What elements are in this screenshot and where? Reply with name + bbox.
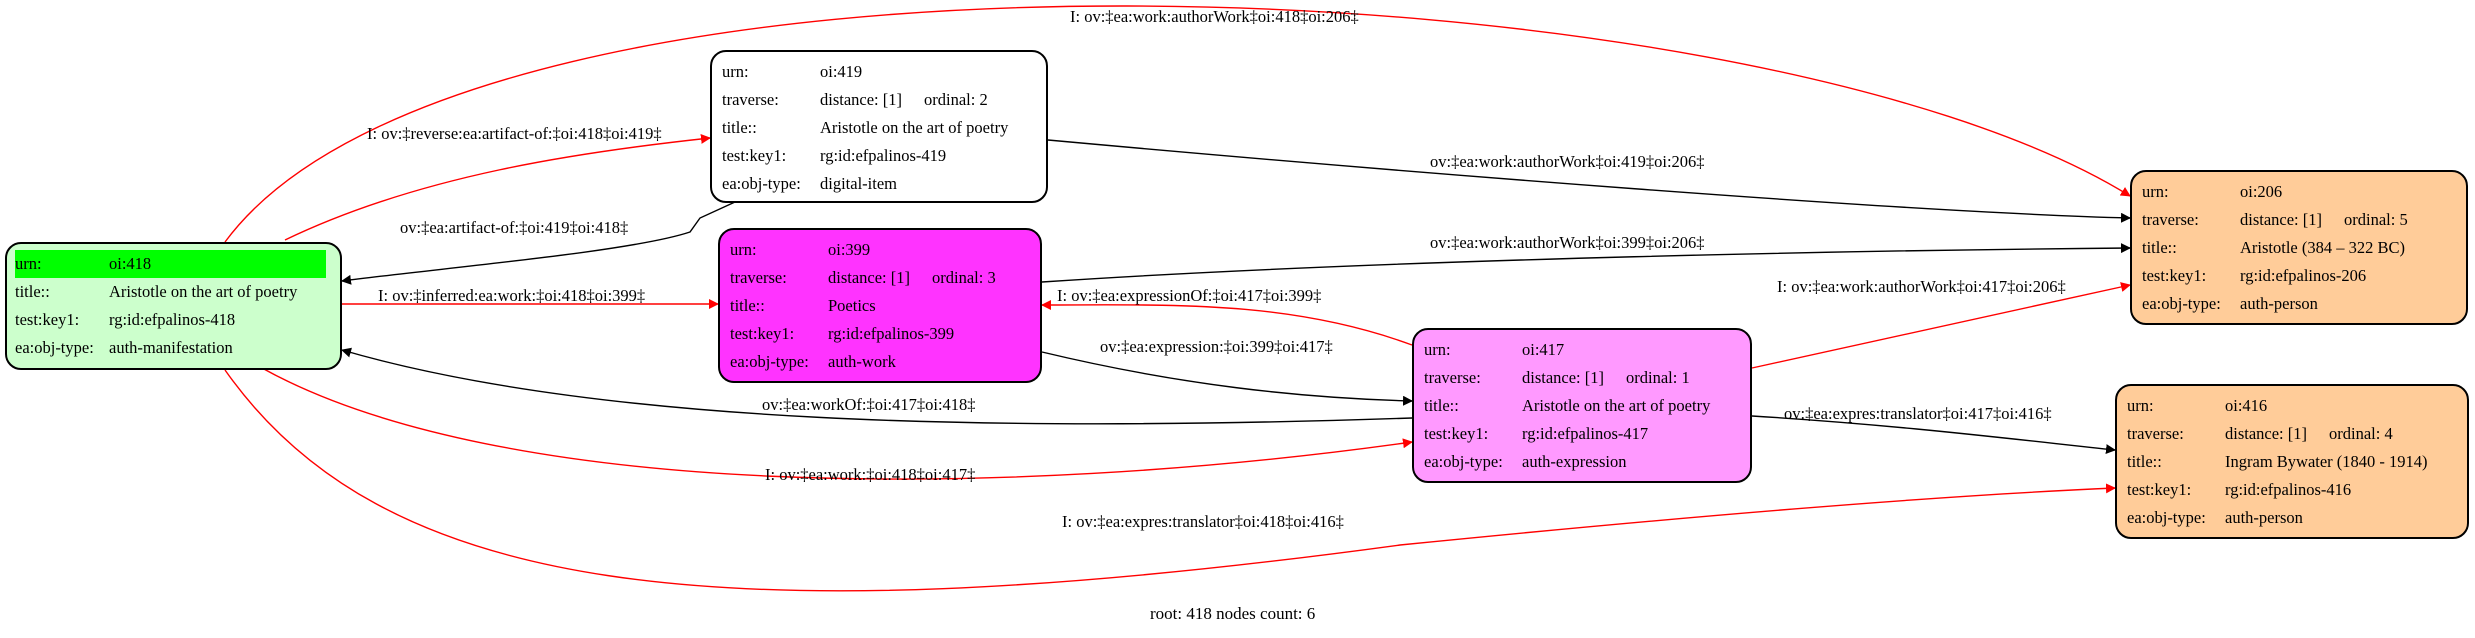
urn-label: urn: bbox=[722, 62, 749, 81]
type-label: ea:obj-type: bbox=[15, 338, 94, 357]
key-label: test:key1: bbox=[2142, 266, 2207, 285]
urn-value: oi:419 bbox=[820, 62, 863, 81]
edge-label-417-416: ov:‡ea:expres:translator‡oi:417‡oi:416‡ bbox=[1784, 404, 2052, 423]
key-value: rg:id:efpalinos-418 bbox=[109, 310, 236, 329]
ordinal-value: ordinal: 2 bbox=[924, 90, 988, 109]
traverse-label: traverse: bbox=[1424, 368, 1481, 387]
urn-value: oi:416 bbox=[2225, 396, 2268, 415]
distance-value: distance: [1] bbox=[2225, 424, 2308, 443]
edge-label-419-418: ov:‡ea:artifact-of:‡oi:419‡oi:418‡ bbox=[400, 218, 629, 237]
title-label: title:: bbox=[722, 118, 757, 137]
traverse-label: traverse: bbox=[730, 268, 787, 287]
distance-value: distance: [1] bbox=[1522, 368, 1605, 387]
title-label: title:: bbox=[730, 296, 765, 315]
edge-label-418-416: I: ov:‡ea:expres:translator‡oi:418‡oi:41… bbox=[1062, 512, 1344, 531]
traverse-label: traverse: bbox=[2127, 424, 2184, 443]
edge-label-419-206: ov:‡ea:work:authorWork‡oi:419‡oi:206‡ bbox=[1430, 152, 1705, 171]
title-value: Aristotle on the art of poetry bbox=[820, 118, 1009, 137]
urn-label: urn: bbox=[15, 250, 109, 278]
key-label: test:key1: bbox=[1424, 424, 1489, 443]
edge-418-to-417[interactable] bbox=[261, 367, 1413, 480]
traverse-label: traverse: bbox=[722, 90, 779, 109]
type-value: auth-work bbox=[828, 352, 896, 371]
urn-value: oi:399 bbox=[828, 240, 871, 259]
urn-label: urn: bbox=[730, 240, 757, 259]
title-label: title:: bbox=[2142, 238, 2177, 257]
node-416[interactable]: urn: oi:416 traverse: distance: [1] ordin… bbox=[2115, 384, 2469, 539]
node-417[interactable]: urn: oi:417 traverse: distance: [1] ordin… bbox=[1412, 328, 1752, 483]
key-label: test:key1: bbox=[722, 146, 787, 165]
type-value: auth-manifestation bbox=[109, 338, 233, 357]
type-label: ea:obj-type: bbox=[722, 174, 801, 193]
edge-418-to-206[interactable] bbox=[224, 5, 2131, 243]
ordinal-value: ordinal: 1 bbox=[1626, 368, 1690, 387]
distance-value: distance: [1] bbox=[828, 268, 911, 287]
edge-label-418-206: I: ov:‡ea:work:authorWork‡oi:418‡oi:206‡ bbox=[1070, 7, 1359, 26]
key-value: rg:id:efpalinos-416 bbox=[2225, 480, 2352, 499]
title-value: Ingram Bywater (1840 - 1914) bbox=[2225, 452, 2428, 471]
urn-label: urn: bbox=[2142, 182, 2169, 201]
edge-label-417-206: I: ov:‡ea:work:authorWork‡oi:417‡oi:206‡ bbox=[1777, 277, 2066, 296]
key-label: test:key1: bbox=[730, 324, 795, 343]
edge-417-to-206[interactable] bbox=[1751, 282, 2131, 369]
key-label: test:key1: bbox=[2127, 480, 2192, 499]
title-label: title:: bbox=[15, 282, 50, 301]
graph-footer: root: 418 nodes count: 6 bbox=[1150, 604, 1316, 623]
title-value: Aristotle on the art of poetry bbox=[109, 282, 298, 301]
edge-399-to-206[interactable] bbox=[1041, 243, 2131, 283]
urn-label: urn: bbox=[2127, 396, 2154, 415]
node-206[interactable]: urn: oi:206 traverse: distance: [1] ordin… bbox=[2130, 170, 2468, 325]
type-label: ea:obj-type: bbox=[2127, 508, 2206, 527]
type-value: auth-expression bbox=[1522, 452, 1627, 471]
type-value: digital-item bbox=[820, 174, 897, 193]
key-value: rg:id:efpalinos-206 bbox=[2240, 266, 2367, 285]
edge-418-to-416[interactable] bbox=[224, 369, 2116, 592]
type-label: ea:obj-type: bbox=[2142, 294, 2221, 313]
ordinal-value: ordinal: 3 bbox=[932, 268, 996, 287]
edge-417-to-418[interactable] bbox=[341, 347, 1413, 425]
title-label: title:: bbox=[2127, 452, 2162, 471]
ordinal-value: ordinal: 5 bbox=[2344, 210, 2408, 229]
node-419[interactable]: urn: oi:419 traverse: distance: [1] ordin… bbox=[710, 50, 1048, 203]
edge-label-399-206: ov:‡ea:work:authorWork‡oi:399‡oi:206‡ bbox=[1430, 233, 1705, 252]
distance-value: distance: [1] bbox=[2240, 210, 2323, 229]
urn-value: oi:206 bbox=[2240, 182, 2283, 201]
edge-418-to-419[interactable] bbox=[284, 133, 711, 241]
edge-417-to-416[interactable] bbox=[1751, 415, 2116, 455]
urn-value: oi:417 bbox=[1522, 340, 1565, 359]
edge-label-417-399: I: ov:‡ea:expressionOf:‡oi:417‡oi:399‡ bbox=[1057, 286, 1322, 305]
type-value: auth-person bbox=[2225, 508, 2303, 527]
edge-label-399-417: ov:‡ea:expression:‡oi:399‡oi:417‡ bbox=[1100, 337, 1333, 356]
edge-419-to-418[interactable] bbox=[341, 201, 736, 285]
distance-value: distance: [1] bbox=[820, 90, 903, 109]
title-value: Aristotle on the art of poetry bbox=[1522, 396, 1711, 415]
title-value: Aristotle (384 – 322 BC) bbox=[2240, 238, 2405, 257]
node-399[interactable]: urn: oi:399 traverse: distance: [1] ordin… bbox=[718, 228, 1042, 383]
key-value: rg:id:efpalinos-417 bbox=[1522, 424, 1649, 443]
edge-399-to-417[interactable] bbox=[1041, 351, 1413, 406]
edge-417-to-399[interactable] bbox=[1041, 299, 1413, 346]
ordinal-value: ordinal: 4 bbox=[2329, 424, 2393, 443]
edge-label-417-418: ov:‡ea:workOf:‡oi:417‡oi:418‡ bbox=[762, 395, 976, 414]
edge-label-418-417: I: ov:‡ea:work:‡oi:418‡oi:417‡ bbox=[765, 465, 976, 484]
key-value: rg:id:efpalinos-399 bbox=[828, 324, 955, 343]
key-value: rg:id:efpalinos-419 bbox=[820, 146, 947, 165]
edge-label-418-419: I: ov:‡reverse:ea:artifact-of:‡oi:418‡oi… bbox=[367, 124, 662, 143]
traverse-label: traverse: bbox=[2142, 210, 2199, 229]
urn-value: oi:418 bbox=[109, 250, 326, 278]
edge-419-to-206[interactable] bbox=[1047, 139, 2131, 223]
title-label: title:: bbox=[1424, 396, 1459, 415]
node-418[interactable]: urn: oi:418 title:: Aristotle on the art… bbox=[5, 242, 342, 370]
urn-label: urn: bbox=[1424, 340, 1451, 359]
type-value: auth-person bbox=[2240, 294, 2318, 313]
title-value: Poetics bbox=[828, 296, 876, 315]
type-label: ea:obj-type: bbox=[1424, 452, 1503, 471]
edge-label-418-399: I: ov:‡inferred:ea:work:‡oi:418‡oi:399‡ bbox=[378, 286, 646, 305]
key-label: test:key1: bbox=[15, 310, 80, 329]
type-label: ea:obj-type: bbox=[730, 352, 809, 371]
